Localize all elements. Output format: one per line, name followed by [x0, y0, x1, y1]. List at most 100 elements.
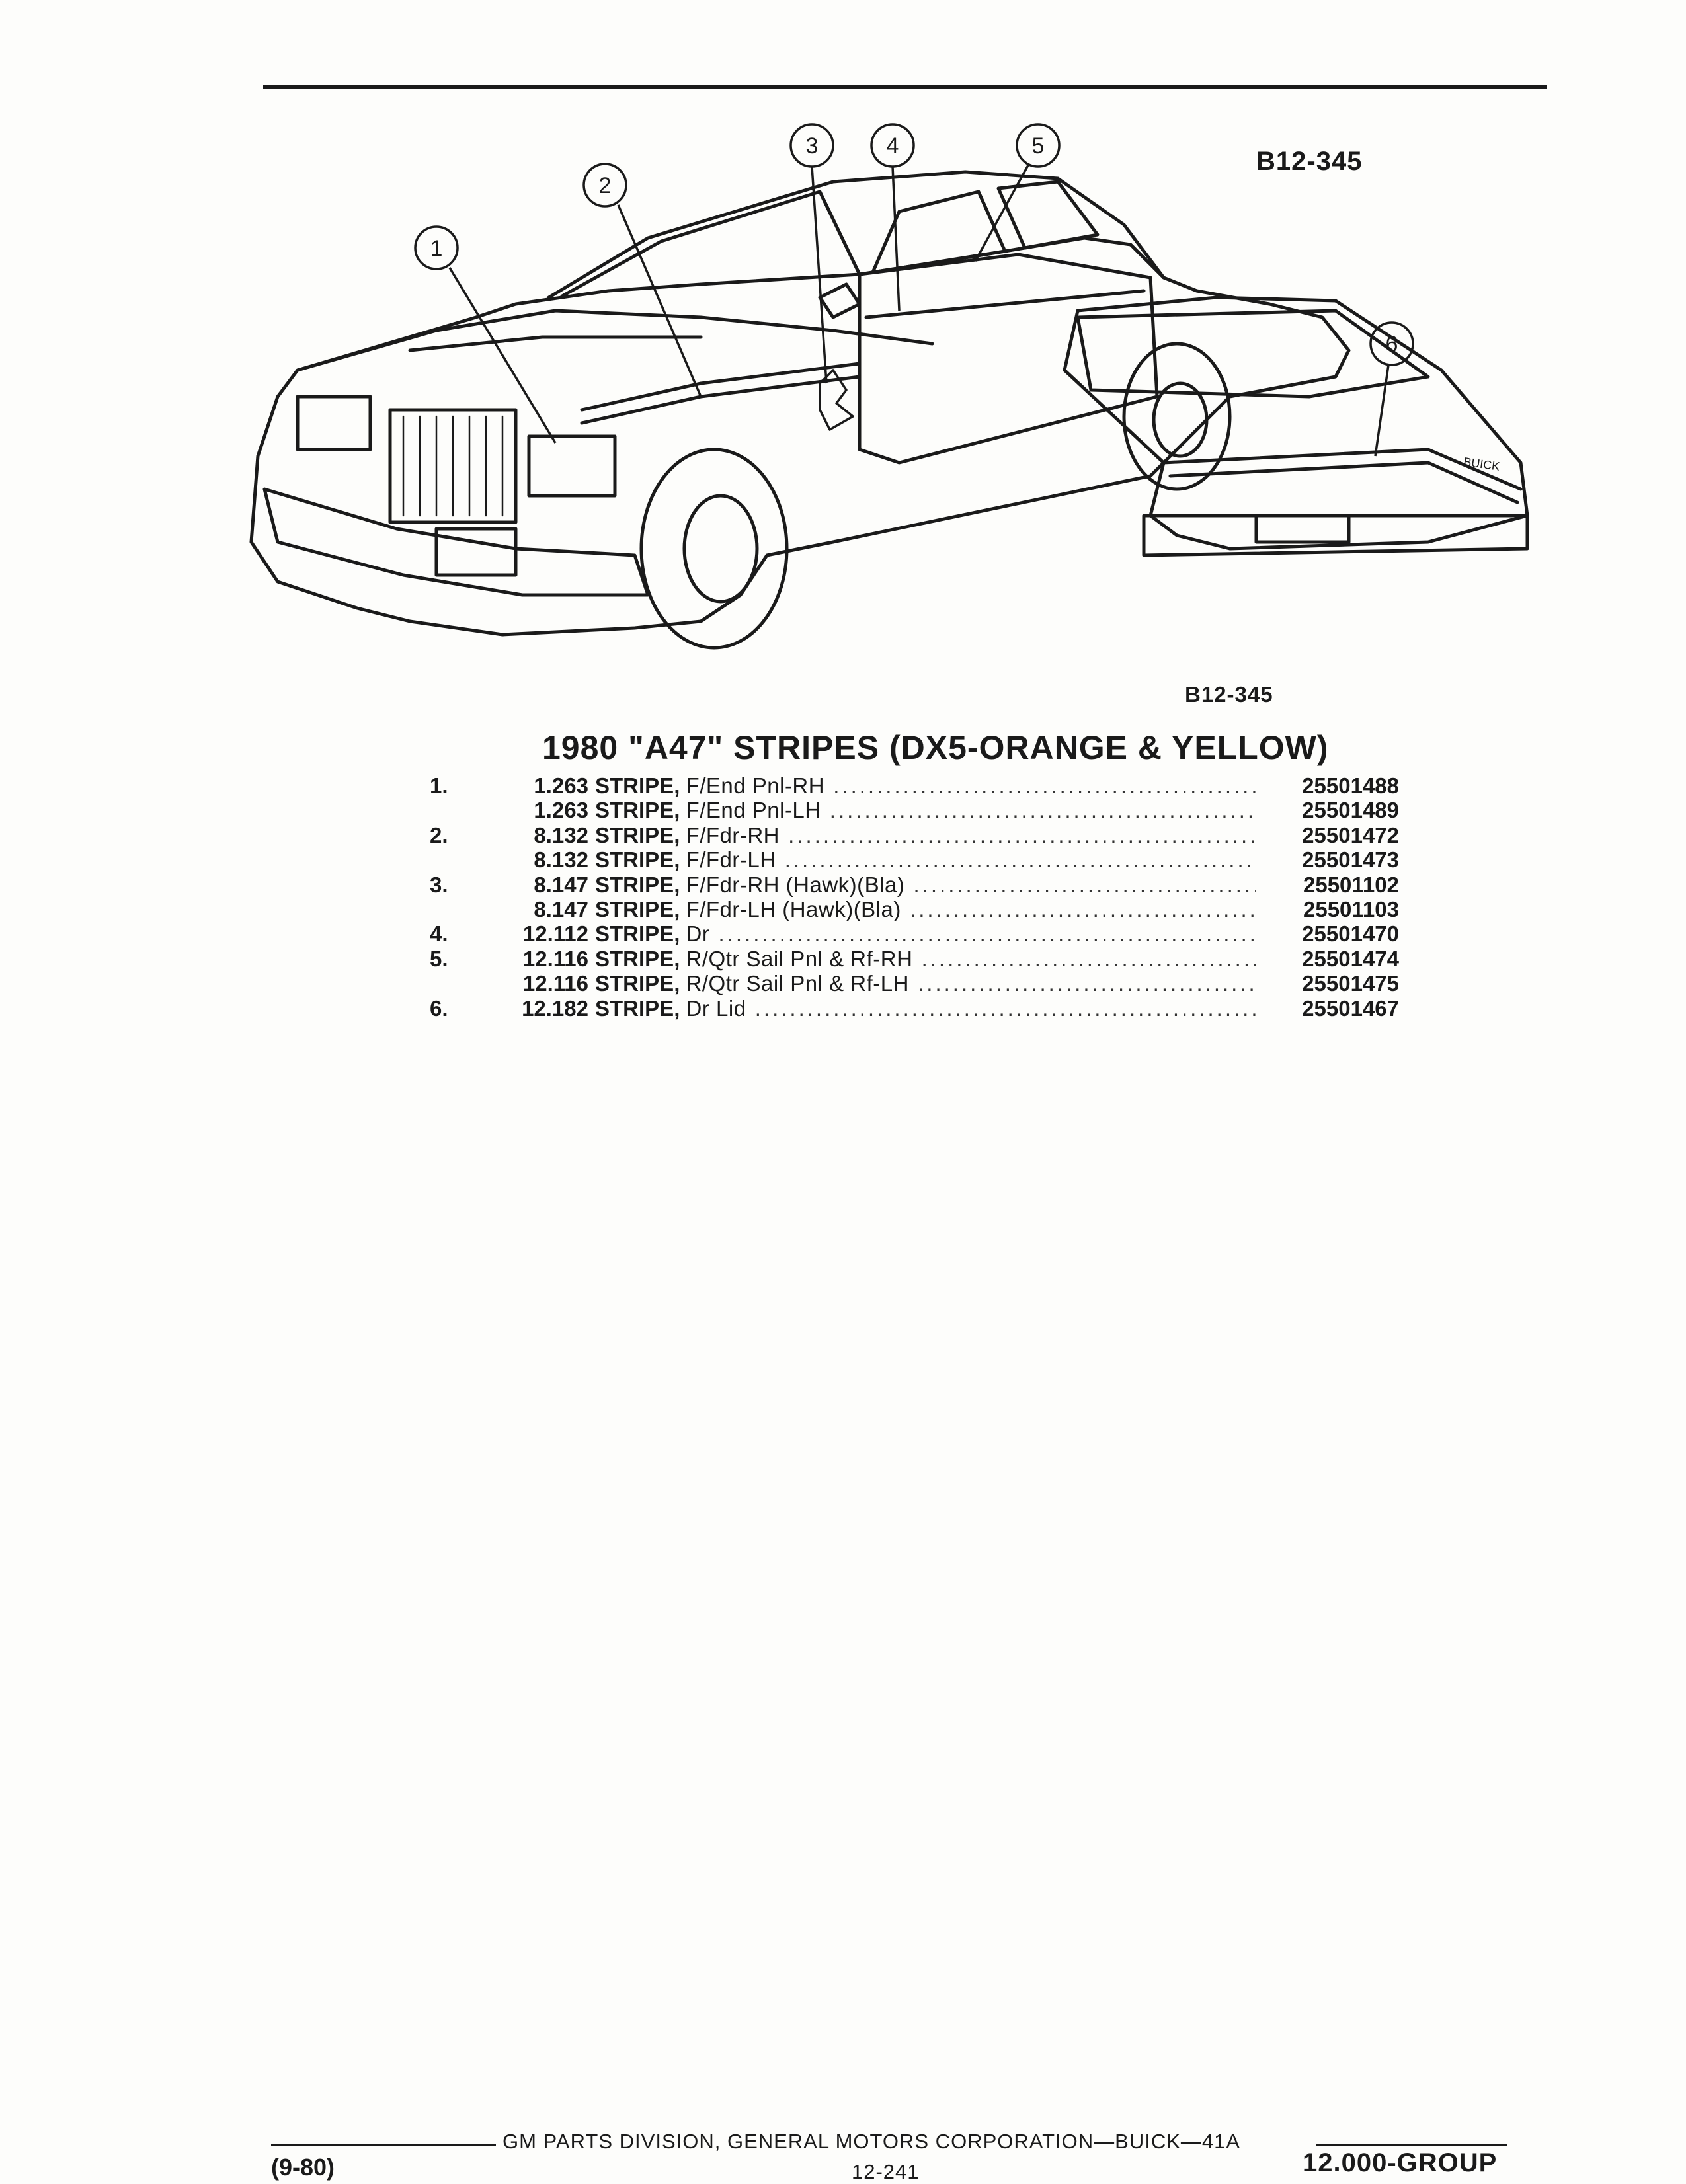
part-ref: 12.182 [522, 995, 588, 1021]
leader-dots: ........................................… [833, 773, 1256, 798]
callout-label-3: 3 [806, 134, 819, 159]
part-description: STRIPE, F/End Pnl-RH ...................… [595, 773, 1256, 798]
hood-crease [408, 335, 703, 352]
footer-rule-left [271, 2144, 496, 2146]
rear-window [1076, 309, 1430, 399]
leader-dots: ........................................… [910, 896, 1256, 921]
door-stripe [864, 289, 1146, 319]
car-stripe-illustration: 1 2 3 4 5 6 BUICK [249, 123, 1529, 650]
part-key: 6. [430, 995, 448, 1021]
callout-label-4: 4 [887, 134, 899, 159]
leader-dots: ........................................… [788, 822, 1256, 847]
fender-stripe [580, 362, 862, 412]
part-number: 25501475 [1302, 971, 1399, 996]
headlight-right [527, 434, 617, 498]
side-mirror [818, 282, 862, 319]
part-row: 1.263 STRIPE, F/End Pnl-LH ..............… [430, 798, 1399, 823]
rear-wheel [1122, 342, 1232, 491]
part-description: STRIPE, F/Fdr-RH (Hawk)(Bla) ...........… [595, 873, 1256, 897]
footer-page-number: 12-241 [852, 2160, 920, 2183]
part-description: STRIPE, F/Fdr-RH .......................… [595, 823, 1256, 847]
part-number: 25501467 [1302, 995, 1399, 1021]
part-description: STRIPE, F/End Pnl-LH ...................… [595, 798, 1256, 822]
leader-dots: ........................................… [921, 946, 1256, 971]
footer-group: 12.000-GROUP [1303, 2148, 1498, 2177]
rear-wheel-hub [1152, 381, 1209, 458]
part-description: STRIPE, Dr .............................… [595, 921, 1256, 946]
front-wheel [639, 448, 789, 650]
part-ref: 1.263 [534, 798, 588, 823]
part-name: STRIPE, [595, 946, 680, 971]
callout-label-2: 2 [599, 173, 612, 198]
part-key: 2. [430, 822, 448, 847]
section-title: 1980 "A47" STRIPES (DX5-ORANGE & YELLOW) [542, 729, 1329, 766]
part-desc-text: F/Fdr-LH (Hawk)(Bla) [686, 896, 901, 921]
front-wheel-hub [682, 494, 759, 604]
leader-dots: ........................................… [913, 872, 1256, 897]
part-desc-text: F/End Pnl-LH [686, 798, 821, 823]
callout-circle-6 [1369, 321, 1414, 366]
part-desc-text: F/Fdr-LH [686, 847, 776, 873]
part-number: 25501470 [1302, 921, 1399, 947]
footer-date: (9-80) [271, 2154, 335, 2181]
trunk-lid [1162, 448, 1523, 491]
part-name: STRIPE, [595, 798, 680, 823]
part-number: 25501472 [1302, 822, 1399, 847]
part-number: 25501102 [1303, 872, 1399, 897]
trunk-badge-text: BUICK [1463, 455, 1500, 473]
callout-label-6: 6 [1386, 332, 1398, 357]
leader-dots: ........................................… [754, 995, 1256, 1021]
part-description: STRIPE, F/Fdr-LH (Hawk)(Bla) ...........… [595, 897, 1256, 921]
part-number: 25501473 [1302, 847, 1399, 873]
license-plate [434, 527, 518, 577]
car-roof [547, 170, 1166, 299]
part-desc-text: Dr Lid [686, 995, 746, 1021]
front-bumper [262, 487, 650, 597]
top-rule [263, 85, 1547, 89]
trunk-stripe [1168, 461, 1519, 504]
grille [388, 408, 518, 524]
callout-circle-5 [1016, 123, 1061, 168]
part-ref: 8.147 [534, 896, 588, 921]
figure-code-top: B12-345 [1256, 147, 1363, 176]
part-desc-text: Dr [686, 921, 710, 947]
callout-label-1: 1 [430, 236, 443, 261]
part-number: 25501103 [1303, 896, 1399, 921]
part-name: STRIPE, [595, 971, 680, 996]
part-name: STRIPE, [595, 995, 680, 1021]
part-description: STRIPE, R/Qtr Sail Pnl & Rf-RH .........… [595, 947, 1256, 971]
part-name: STRIPE, [595, 872, 680, 897]
part-row: 6. 12.182 STRIPE, Dr Lid .................… [430, 995, 1399, 1021]
part-row: 8.147 STRIPE, F/Fdr-LH (Hawk)(Bla) ......… [430, 896, 1399, 921]
part-desc-text: R/Qtr Sail Pnl & Rf-RH [686, 946, 913, 971]
leader-dots: ........................................… [829, 798, 1256, 823]
part-key: 1. [430, 773, 448, 798]
rear-car-outline [1063, 295, 1529, 551]
part-desc-text: F/Fdr-RH [686, 822, 780, 847]
part-ref: 12.116 [522, 971, 588, 996]
part-name: STRIPE, [595, 847, 680, 873]
callout-circle-2 [582, 163, 627, 208]
part-ref: 8.147 [534, 872, 588, 897]
part-desc-text: F/End Pnl-RH [686, 773, 825, 798]
leader-line-3 [811, 166, 828, 384]
hood [296, 309, 934, 372]
leader-dots: ........................................… [918, 971, 1256, 996]
part-desc-text: R/Qtr Sail Pnl & Rf-LH [686, 971, 909, 996]
leader-line-6 [1374, 364, 1390, 457]
leader-line-1 [448, 267, 557, 444]
part-row: 12.116 STRIPE, R/Qtr Sail Pnl & Rf-LH ...… [430, 971, 1399, 996]
part-description: STRIPE, Dr Lid .........................… [595, 996, 1256, 1021]
grille-bars [402, 415, 504, 517]
part-name: STRIPE, [595, 921, 680, 947]
rear-plate [1254, 514, 1351, 544]
footer-rule-right [1316, 2144, 1507, 2146]
part-description: STRIPE, F/Fdr-LH .......................… [595, 847, 1256, 872]
